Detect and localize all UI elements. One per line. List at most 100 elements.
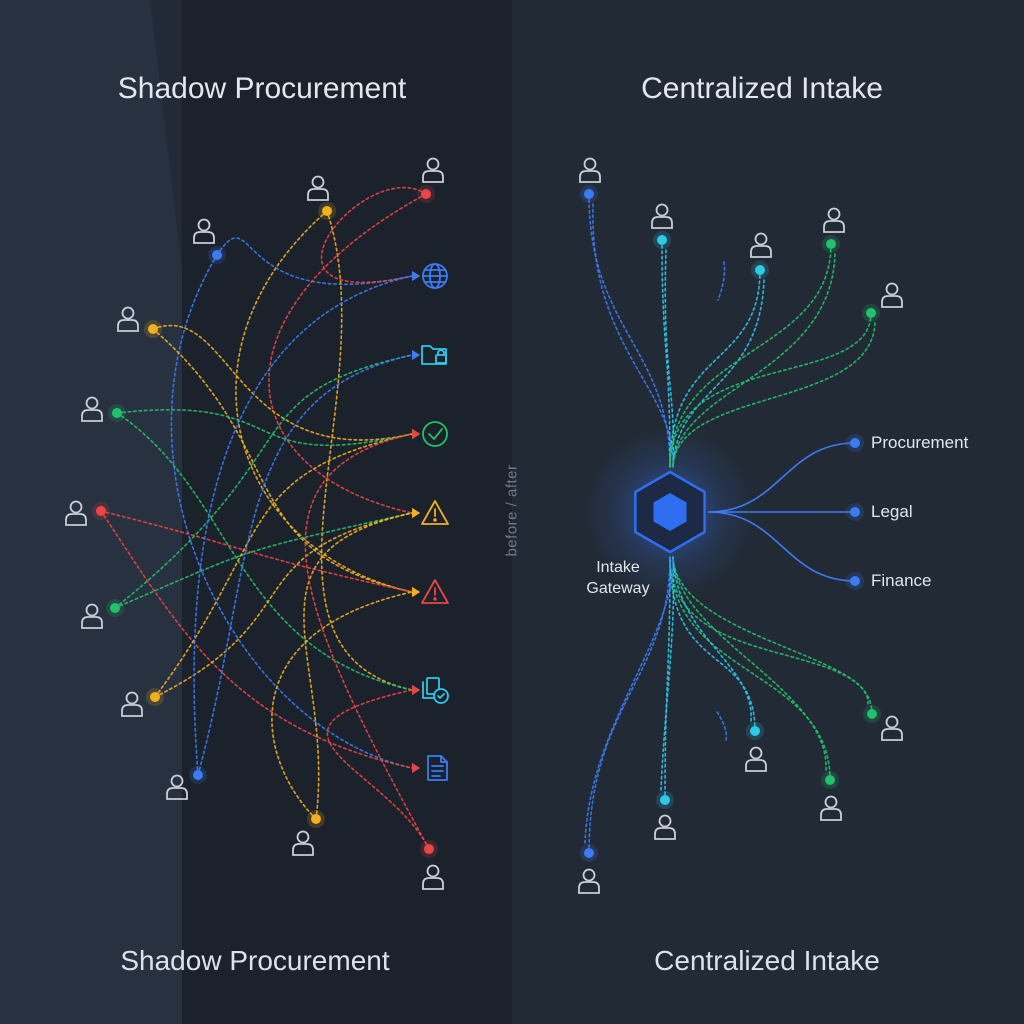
- right-link: [588, 193, 671, 468]
- requester-dot: [212, 250, 222, 260]
- nodes: [65, 157, 903, 894]
- right-link-fragment: [715, 709, 728, 741]
- left-panel-light-band: [0, 0, 182, 1024]
- left-link: [152, 324, 413, 441]
- right-links: [584, 193, 876, 854]
- left-link: [116, 409, 413, 446]
- link-arrowhead: [412, 587, 420, 597]
- left-caption: Shadow Procurement: [120, 945, 390, 976]
- right-link: [669, 556, 831, 781]
- requester-dot: [112, 408, 122, 418]
- right-link: [672, 556, 827, 771]
- requester-dot: [826, 239, 836, 249]
- divider-label: before / after: [503, 464, 521, 557]
- folder-lock-icon: [421, 345, 447, 365]
- requester-person-icon: [422, 864, 444, 890]
- requester-dot: [96, 506, 106, 516]
- requester-person-icon: [422, 157, 444, 183]
- left-link: [326, 689, 430, 850]
- link-arrowhead: [412, 763, 420, 773]
- left-links: [100, 186, 430, 850]
- right-link: [664, 556, 671, 801]
- requester-dot: [193, 770, 203, 780]
- right-title: Centralized Intake: [641, 72, 883, 105]
- left-link: [197, 354, 413, 776]
- destination-legal-label: Legal: [871, 502, 913, 521]
- right-link: [669, 312, 872, 468]
- alert-triangle-icon: [421, 579, 449, 604]
- link-arrowhead: [412, 271, 420, 281]
- left-link: [114, 512, 413, 609]
- left-link: [320, 186, 427, 284]
- globe-icon: [422, 263, 448, 289]
- right-link: [672, 279, 765, 468]
- requester-person-icon: [881, 715, 903, 741]
- link-arrowhead: [412, 350, 420, 360]
- warning-icon: [421, 500, 449, 525]
- right-caption: Centralized Intake: [654, 945, 880, 976]
- right-link: [672, 253, 836, 468]
- requester-person-icon: [65, 500, 87, 526]
- requester-person-icon: [117, 306, 139, 332]
- requester-person-icon: [579, 157, 601, 183]
- left-link: [154, 512, 413, 698]
- right-link: [669, 269, 761, 468]
- requester-person-icon: [81, 396, 103, 422]
- left-link: [152, 328, 413, 593]
- requester-person-icon: [750, 232, 772, 258]
- hub-label-line1: Intake: [596, 559, 640, 576]
- destination-link: [707, 442, 856, 513]
- right-link: [664, 249, 675, 468]
- right-link: [660, 556, 675, 791]
- left-link: [100, 510, 413, 593]
- requester-person-icon: [881, 282, 903, 308]
- requester-dot: [750, 726, 760, 736]
- right-link: [672, 556, 752, 722]
- left-link: [154, 433, 413, 698]
- requester-person-icon: [823, 207, 845, 233]
- left-link: [170, 254, 413, 769]
- requester-dot: [148, 324, 158, 334]
- requester-person-icon: [578, 868, 600, 894]
- hexagon-icon: [653, 493, 687, 531]
- right-link: [584, 556, 674, 844]
- left-link: [116, 412, 413, 691]
- requester-person-icon: [654, 814, 676, 840]
- requester-dot: [866, 308, 876, 318]
- hub-label: Intake Gateway: [568, 557, 668, 599]
- check-circle-icon: [422, 421, 448, 447]
- right-link: [672, 322, 876, 468]
- left-link: [304, 433, 430, 850]
- left-link: [268, 193, 427, 514]
- left-link: [193, 275, 413, 776]
- requester-person-icon: [193, 218, 215, 244]
- requester-person-icon: [81, 603, 103, 629]
- left-link: [100, 510, 413, 769]
- requester-dot: [584, 189, 594, 199]
- requester-dot: [660, 795, 670, 805]
- right-link: [588, 556, 671, 854]
- destination-procurement-label: Procurement: [871, 433, 969, 452]
- right-link: [669, 556, 756, 732]
- destination-dot: [850, 438, 860, 448]
- documents-check-icon: [422, 677, 449, 704]
- left-link: [216, 237, 413, 286]
- requester-person-icon: [292, 830, 314, 856]
- left-link: [235, 210, 413, 593]
- requester-dot: [150, 692, 160, 702]
- right-link: [669, 243, 832, 468]
- requester-person-icon: [121, 691, 143, 717]
- left-link: [271, 591, 413, 820]
- left-link: [303, 512, 413, 820]
- link-arrowhead: [412, 429, 420, 439]
- left-title: Shadow Procurement: [117, 72, 407, 105]
- requester-person-icon: [820, 795, 842, 821]
- requester-dot: [421, 189, 431, 199]
- requester-dot: [755, 265, 765, 275]
- destination-dot: [850, 576, 860, 586]
- right-link: [672, 556, 869, 705]
- document-icon: [427, 755, 448, 781]
- requester-dot: [657, 235, 667, 245]
- requester-person-icon: [307, 175, 329, 201]
